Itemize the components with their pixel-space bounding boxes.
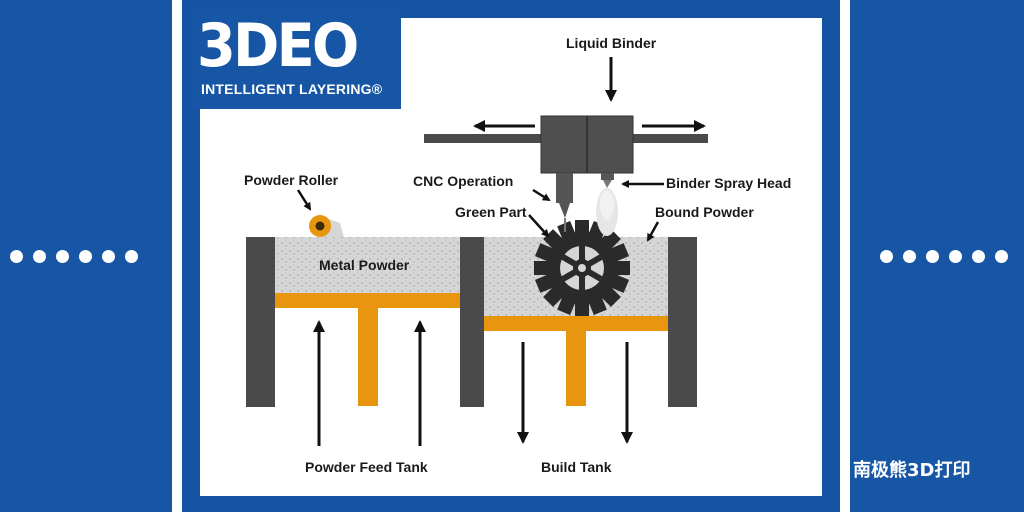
pointer-arrows	[296, 180, 664, 242]
label-binder-spray-head: Binder Spray Head	[666, 175, 791, 191]
right-blue-panel	[850, 0, 1024, 512]
watermark-text: 南极熊3D打印	[853, 460, 971, 481]
roller-icon	[309, 215, 344, 237]
dot-icon	[926, 250, 939, 263]
dot-icon	[972, 250, 985, 263]
left-blue-panel	[0, 0, 172, 512]
label-cnc-operation: CNC Operation	[413, 173, 513, 189]
build-piston	[484, 316, 668, 406]
label-metal-powder: Metal Powder	[319, 257, 410, 273]
dot-icon	[880, 250, 893, 263]
left-divider	[172, 0, 182, 512]
dot-icon	[102, 250, 115, 263]
center-wall	[460, 237, 484, 407]
right-divider	[840, 0, 850, 512]
tank-walls	[246, 237, 697, 407]
spray-head-icon	[596, 173, 618, 236]
label-green-part: Green Part	[455, 204, 527, 220]
logo-tagline: INTELLIGENT LAYERING®	[201, 81, 383, 97]
label-powder-roller: Powder Roller	[244, 172, 339, 188]
logo-wordmark: 3DEO	[197, 11, 359, 81]
left-dot-row	[10, 250, 138, 263]
print-head-carriage	[540, 115, 634, 236]
build-tank-right-wall	[668, 237, 697, 407]
arrow-icon	[313, 57, 706, 446]
gear-icon	[534, 220, 630, 316]
label-powder-feed-tank: Powder Feed Tank	[305, 459, 428, 475]
dot-icon	[33, 250, 46, 263]
right-dot-row	[880, 250, 1008, 263]
dot-icon	[10, 250, 23, 263]
label-liquid-binder: Liquid Binder	[566, 35, 657, 51]
dot-icon	[903, 250, 916, 263]
dot-icon	[56, 250, 69, 263]
dot-icon	[949, 250, 962, 263]
label-bound-powder: Bound Powder	[655, 204, 754, 220]
label-build-tank: Build Tank	[541, 459, 612, 475]
brand-logo: 3DEO INTELLIGENT LAYERING®	[191, 9, 401, 109]
dot-icon	[79, 250, 92, 263]
dot-icon	[125, 250, 138, 263]
feed-tank-left-wall	[246, 237, 275, 407]
dot-icon	[995, 250, 1008, 263]
feed-piston	[275, 293, 460, 406]
cnc-spindle	[556, 173, 573, 203]
